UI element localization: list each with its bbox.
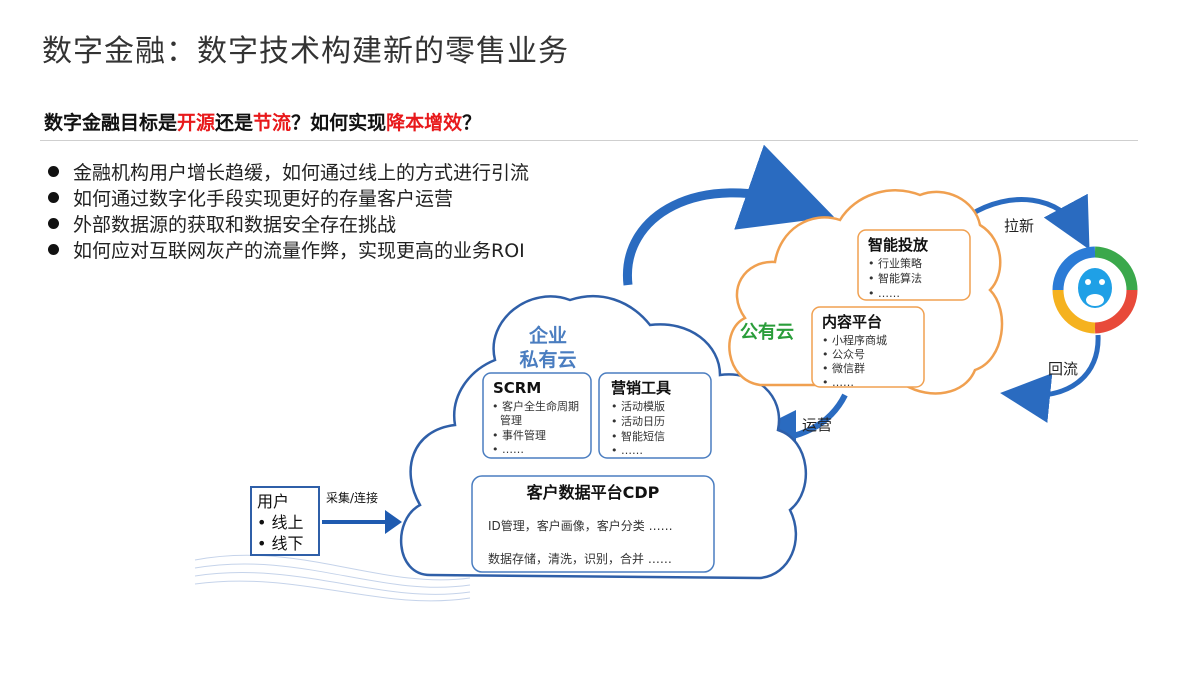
user-box-title: 用户: [257, 492, 289, 511]
marketing-item: • 智能短信: [611, 429, 665, 443]
acquire-label: 拉新: [1004, 217, 1034, 235]
smart-delivery-box: 智能投放 • 行业策略 • 智能算法 • ……: [857, 229, 971, 301]
marketing-item: • 活动日历: [611, 415, 665, 428]
scrm-title: SCRM: [493, 379, 541, 397]
user-box-item: • 线上: [257, 513, 304, 532]
decorative-swoosh: [194, 554, 471, 602]
subtitle-text: ？: [462, 112, 482, 134]
cdp-line-1: ID管理，客户画像，客户分类 ……: [488, 518, 673, 533]
bullet-item: 金融机构用户增长趋缓，如何通过线上的方式进行引流: [48, 160, 529, 186]
divider: [40, 140, 1138, 141]
private-cloud-label-2: 私有云: [519, 348, 576, 371]
subtitle-highlight: 节流: [253, 112, 292, 134]
content-item: • 小程序商城: [822, 333, 887, 347]
user-box-item: • 线下: [257, 534, 304, 553]
collect-arrow: [322, 510, 402, 534]
bullet-item: 如何应对互联网灰产的流量作弊，实现更高的业务ROI: [48, 238, 529, 264]
public-cloud-label: 公有云: [740, 321, 794, 343]
scrm-item: • 客户全生命周期: [492, 399, 579, 413]
smart-delivery-title: 智能投放: [868, 236, 929, 254]
cdp-line-2: 数据存储，清洗，识别，合并 ……: [488, 551, 672, 566]
scrm-item: • ……: [492, 443, 524, 456]
smart-delivery-item: • ……: [868, 287, 900, 300]
marketing-item: • 活动模版: [611, 399, 665, 413]
cdp-box: 客户数据平台CDP ID管理，客户画像，客户分类 …… 数据存储，清洗，识别，合…: [471, 475, 715, 573]
flow-arrow-return: [1000, 334, 1101, 423]
subtitle-text: 还是: [215, 112, 254, 134]
scrm-item: 管理: [500, 413, 522, 427]
user-brand-icon: [1052, 246, 1138, 334]
bullet-text: 如何通过数字化手段实现更好的存量客户运营: [73, 188, 454, 210]
subtitle-question: 数字金融目标是开源还是节流？如何实现降本增效？: [44, 108, 481, 135]
marketing-tools-box: 营销工具 • 活动模版 • 活动日历 • 智能短信 • ……: [598, 372, 712, 459]
bullet-dot-icon: [48, 166, 59, 177]
subtitle-highlight: 开源: [177, 112, 216, 134]
bullet-item: 如何通过数字化手段实现更好的存量客户运营: [48, 186, 529, 212]
flow-arrow-up: [622, 144, 834, 286]
collect-label: 采集/连接: [326, 490, 378, 505]
marketing-item: • ……: [611, 444, 643, 457]
content-platform-box: 内容平台 • 小程序商城 • 公众号 • 微信群 • ……: [811, 306, 925, 389]
smart-delivery-item: • 智能算法: [868, 271, 922, 285]
bullet-item: 外部数据源的获取和数据安全存在挑战: [48, 212, 529, 238]
bullet-dot-icon: [48, 244, 59, 255]
smart-delivery-item: • 行业策略: [868, 256, 922, 270]
flow-arrow-acquire: [968, 193, 1090, 250]
content-item: • 微信群: [822, 361, 865, 375]
private-cloud-label-1: 企业: [528, 324, 567, 347]
scrm-item: • 事件管理: [492, 428, 546, 442]
content-platform-title: 内容平台: [822, 313, 882, 331]
bullet-text: 外部数据源的获取和数据安全存在挑战: [73, 214, 397, 236]
page-title: 数字金融：数字技术构建新的零售业务: [42, 34, 569, 69]
content-item: • ……: [822, 376, 854, 389]
cdp-title: 客户数据平台CDP: [527, 483, 660, 502]
subtitle-text: 数字金融目标是: [44, 112, 178, 134]
bullet-dot-icon: [48, 218, 59, 229]
subtitle-text: ？如何实现: [291, 112, 387, 134]
return-label: 回流: [1048, 360, 1078, 378]
content-item: • 公众号: [822, 348, 865, 361]
marketing-tools-title: 营销工具: [611, 379, 671, 397]
user-box: 用户 • 线上 • 线下: [250, 486, 320, 556]
bullet-dot-icon: [48, 192, 59, 203]
bullet-text: 金融机构用户增长趋缓，如何通过线上的方式进行引流: [73, 162, 530, 184]
scrm-box: SCRM • 客户全生命周期 管理 • 事件管理 • ……: [482, 372, 592, 459]
operate-label: 运营: [802, 416, 832, 434]
subtitle-highlight: 降本增效: [386, 112, 463, 134]
bullet-list: 金融机构用户增长趋缓，如何通过线上的方式进行引流 如何通过数字化手段实现更好的存…: [48, 160, 529, 264]
bullet-text: 如何应对互联网灰产的流量作弊，实现更高的业务ROI: [73, 240, 525, 262]
